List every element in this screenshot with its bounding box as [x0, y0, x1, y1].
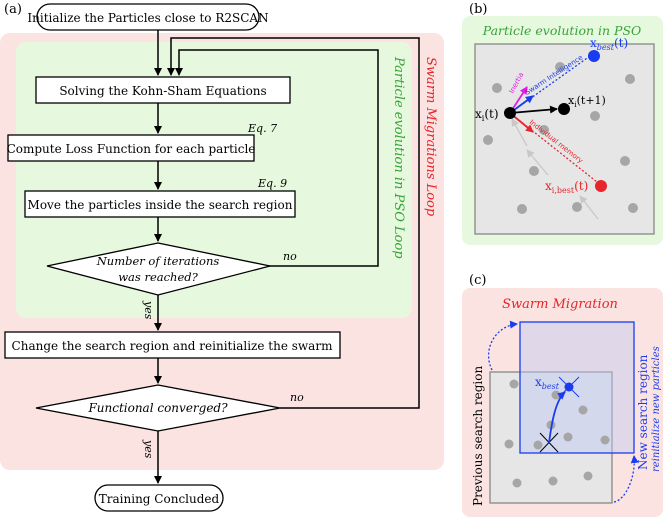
particle	[492, 83, 502, 93]
particle	[551, 390, 561, 400]
individual-memory-line	[509, 112, 598, 183]
particle	[572, 202, 582, 212]
xi-label: xi(t)	[475, 107, 499, 123]
particle	[504, 439, 514, 449]
particle	[583, 471, 593, 481]
velocity-vector	[509, 105, 558, 114]
pso-loop-label: Particle evolution in PSO Loop	[391, 56, 406, 259]
panel-b-title: Particle evolution in PSO	[482, 23, 642, 38]
start-node	[36, 3, 260, 31]
iteration-question-line1: Number of iterations	[96, 254, 220, 268]
particle-next	[558, 103, 570, 115]
particle	[578, 405, 588, 415]
region-shift-arrow-top	[487, 320, 518, 371]
particle	[509, 379, 519, 389]
reinit-text: Change the search region and reinitializ…	[12, 339, 334, 353]
particle	[590, 111, 600, 121]
iteration-no-label: no	[283, 250, 297, 263]
xibest-label: xi,best(t)	[545, 179, 588, 195]
convergence-no-label: no	[290, 391, 304, 404]
particle-current	[504, 107, 516, 119]
end-text: Training Concluded	[99, 492, 220, 506]
loss-eq-label: Eq. 7	[247, 122, 277, 135]
iteration-yes-label: yes	[142, 300, 155, 320]
xi-next-label: xi(t+1)	[568, 94, 606, 109]
particle	[517, 204, 527, 214]
pso-particles	[483, 62, 638, 214]
particle	[563, 432, 573, 442]
iteration-question-line2: was reached?	[118, 270, 198, 284]
reinit-particles-note: reinitialize new particles	[651, 346, 662, 472]
xbest-label: xbest(t)	[590, 36, 628, 52]
kohn-sham-text: Solving the Kohn-Sham Equations	[59, 84, 266, 98]
loss-box	[7, 134, 255, 162]
panel-b-label: (b)	[469, 2, 487, 17]
panel-a-label: (a)	[4, 2, 22, 17]
pso-search-region	[474, 43, 655, 235]
particle	[529, 166, 539, 176]
migration-xbest-label: xbest	[535, 375, 560, 391]
convergence-question: Functional converged?	[87, 401, 228, 415]
particle	[483, 135, 493, 145]
arrow-migration-loop-back	[167, 37, 420, 409]
particle	[533, 440, 543, 450]
previous-region-label: Previous search region	[471, 366, 485, 506]
migration-loop-label: Swarm Migrations Loop	[423, 57, 438, 217]
new-search-region	[519, 321, 635, 454]
particle	[548, 476, 558, 486]
particle	[628, 203, 638, 213]
region-shift-arrow-bottom	[613, 455, 639, 503]
new-region-label: New search region	[636, 354, 650, 470]
global-best-particle	[588, 50, 600, 62]
migration-path	[548, 391, 566, 444]
move-box	[24, 190, 296, 218]
particle	[600, 435, 610, 445]
personal-best-particle	[595, 180, 607, 192]
panel-c-label: (c)	[469, 273, 486, 288]
pso-loop-area	[16, 42, 412, 318]
kohn-sham-box	[35, 76, 291, 104]
particle	[625, 74, 635, 84]
move-eq-label: Eq. 9	[257, 177, 287, 190]
start-text: Initialize the Particles close to R2SCAN	[27, 11, 268, 25]
panel-c-title: Swarm Migration	[502, 297, 618, 312]
convergence-yes-label: yes	[142, 439, 155, 459]
new-best-particle	[564, 382, 574, 392]
arrow-pso-loop-back	[175, 49, 379, 267]
particle	[620, 156, 630, 166]
move-text: Move the particles inside the search reg…	[28, 198, 293, 212]
reinit-box	[4, 331, 341, 359]
particle	[555, 62, 565, 72]
particle	[539, 125, 549, 135]
trajectory-arrow	[526, 149, 549, 176]
end-node	[94, 484, 224, 512]
trajectory-arrow	[579, 195, 599, 220]
loss-text: Compute Loss Function for each particle	[7, 142, 256, 156]
particle	[512, 478, 522, 488]
trajectory-arrow	[511, 118, 528, 147]
